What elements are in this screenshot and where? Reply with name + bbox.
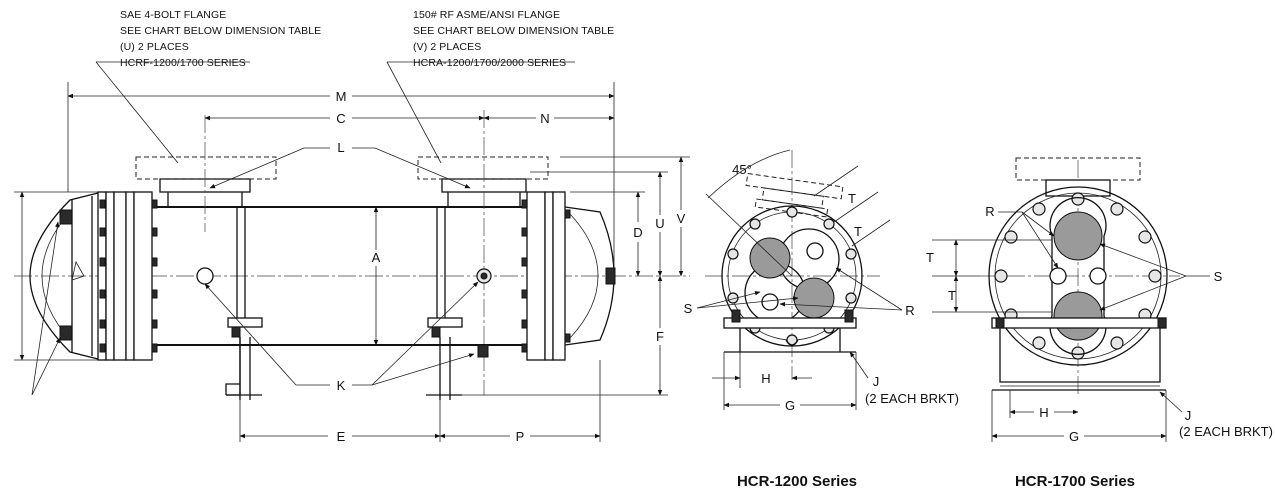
svg-text:C: C xyxy=(336,111,345,126)
svg-text:R: R xyxy=(905,303,914,318)
svg-text:G: G xyxy=(785,398,795,413)
svg-text:V: V xyxy=(677,211,686,226)
svg-text:(U) 2 PLACES: (U) 2 PLACES xyxy=(120,41,189,53)
svg-text:S: S xyxy=(1214,269,1223,284)
side-view-dimensions: M C N L A D xyxy=(14,82,690,444)
svg-text:J: J xyxy=(1185,408,1192,423)
svg-text:HCRF-1200/1700 SERIES: HCRF-1200/1700 SERIES xyxy=(120,57,246,69)
svg-text:G: G xyxy=(1069,429,1079,444)
svg-text:HCRA-1200/1700/2000 SERIES: HCRA-1200/1700/2000 SERIES xyxy=(413,57,566,69)
svg-text:SAE 4-BOLT FLANGE: SAE 4-BOLT FLANGE xyxy=(120,9,226,21)
svg-text:H: H xyxy=(1039,405,1048,420)
hcr1200-end-view: 45° T T S R H G J (2 EACH BRKT) HCR-1200… xyxy=(684,149,959,490)
svg-text:45°: 45° xyxy=(732,162,752,177)
svg-text:A: A xyxy=(372,250,381,265)
svg-text:N: N xyxy=(540,111,549,126)
svg-text:SEE CHART BELOW DIMENSION TABL: SEE CHART BELOW DIMENSION TABLE xyxy=(120,25,321,37)
svg-text:SEE CHART BELOW DIMENSION TABL: SEE CHART BELOW DIMENSION TABLE xyxy=(413,25,614,37)
svg-text:R: R xyxy=(985,204,994,219)
svg-text:T: T xyxy=(926,250,934,265)
ansi-flange-note: 150# RF ASME/ANSI FLANGE SEE CHART BELOW… xyxy=(386,9,614,164)
svg-text:L: L xyxy=(337,140,344,155)
svg-text:T: T xyxy=(948,288,956,303)
svg-text:P: P xyxy=(516,429,525,444)
svg-text:M: M xyxy=(336,89,347,104)
svg-text:D: D xyxy=(633,225,642,240)
svg-text:S: S xyxy=(684,301,693,316)
svg-text:U: U xyxy=(655,216,664,231)
svg-text:T: T xyxy=(848,191,856,206)
svg-text:H: H xyxy=(761,371,770,386)
svg-text:(V) 2 PLACES: (V) 2 PLACES xyxy=(413,41,481,53)
svg-text:E: E xyxy=(337,429,346,444)
svg-text:HCR-1700 Series: HCR-1700 Series xyxy=(1015,473,1135,490)
svg-text:(2 EACH BRKT): (2 EACH BRKT) xyxy=(865,391,959,406)
svg-text:HCR-1200 Series: HCR-1200 Series xyxy=(737,473,857,490)
side-view xyxy=(14,110,690,400)
hcr1700-end-view: R S T T H G J (2 EACH BRKT) HCR-1700 Ser… xyxy=(926,157,1273,490)
right-flange-bolts xyxy=(521,199,571,353)
hcr1700-bolt-holes xyxy=(994,192,1162,360)
svg-text:K: K xyxy=(337,378,346,393)
sae-flange-note: SAE 4-BOLT FLANGE SEE CHART BELOW DIMENS… xyxy=(95,9,321,164)
svg-text:(2 EACH BRKT): (2 EACH BRKT) xyxy=(1179,424,1273,439)
left-flange-bolts xyxy=(99,199,158,353)
svg-text:F: F xyxy=(656,329,664,344)
hcr1200-bolt-holes xyxy=(727,206,857,346)
svg-text:150# RF ASME/ANSI FLANGE: 150# RF ASME/ANSI FLANGE xyxy=(413,9,560,21)
svg-text:J: J xyxy=(873,374,880,389)
svg-text:T: T xyxy=(854,224,862,239)
